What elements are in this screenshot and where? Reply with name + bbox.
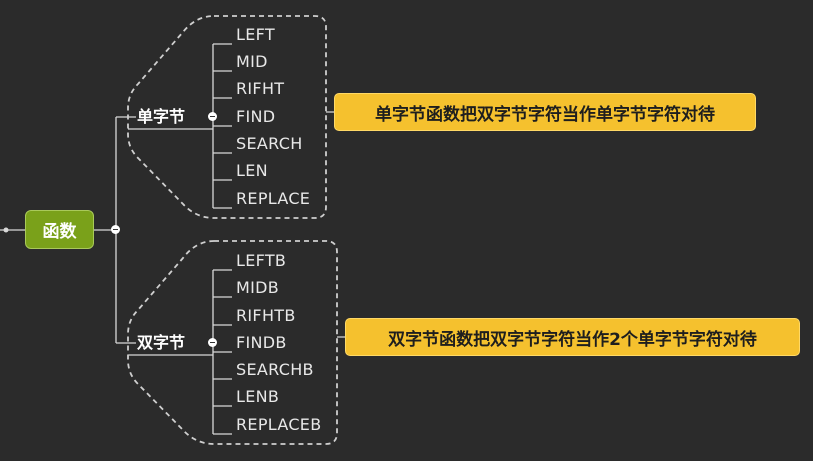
leaf-searchb[interactable]: SEARCHB bbox=[236, 360, 314, 379]
leaf-rifhtb[interactable]: RIFHTB bbox=[236, 306, 296, 325]
branch1-boundary bbox=[127, 15, 327, 219]
leaf-rifht[interactable]: RIFHT bbox=[236, 79, 285, 98]
branch1-note-text: 单字节函数把双字节字符当作单字节字符对待 bbox=[375, 104, 715, 125]
leaf-replace[interactable]: REPLACE bbox=[236, 189, 311, 208]
branch2-label[interactable]: 双字节 bbox=[137, 333, 186, 352]
leaf-len[interactable]: LEN bbox=[236, 161, 268, 180]
root-collapse-toggle[interactable] bbox=[111, 225, 120, 234]
branch2-leaf-lines bbox=[212, 269, 232, 435]
leaf-lenb[interactable]: LENB bbox=[236, 387, 280, 406]
leaf-search[interactable]: SEARCH bbox=[236, 134, 303, 153]
branch2-collapse-toggle[interactable] bbox=[208, 338, 217, 347]
branch2-boundary bbox=[127, 240, 338, 445]
branch1-label[interactable]: 单字节 bbox=[137, 107, 186, 126]
root-label: 函数 bbox=[42, 222, 77, 242]
leaf-midb[interactable]: MIDB bbox=[236, 278, 280, 297]
branch1-note[interactable]: 单字节函数把双字节字符当作单字节字符对待 bbox=[334, 93, 756, 131]
leaf-find[interactable]: FIND bbox=[236, 107, 276, 126]
leaf-left[interactable]: LEFT bbox=[236, 25, 275, 44]
leaf-replaceb[interactable]: REPLACEB bbox=[236, 415, 322, 434]
leaf-findb[interactable]: FINDB bbox=[236, 333, 287, 352]
leaf-mid[interactable]: MID bbox=[236, 52, 268, 71]
branch1-collapse-toggle[interactable] bbox=[208, 112, 217, 121]
branch1-leaf-lines bbox=[212, 43, 232, 209]
root-anchor-dot bbox=[3, 227, 9, 233]
branch2-note[interactable]: 双字节函数把双字节字符当作2个单字节字符对待 bbox=[345, 318, 800, 356]
leaf-leftb[interactable]: LEFTB bbox=[236, 251, 287, 270]
root-node[interactable]: 函数 bbox=[25, 210, 94, 249]
branch2-note-text: 双字节函数把双字节字符当作2个单字节字符对待 bbox=[388, 329, 757, 350]
